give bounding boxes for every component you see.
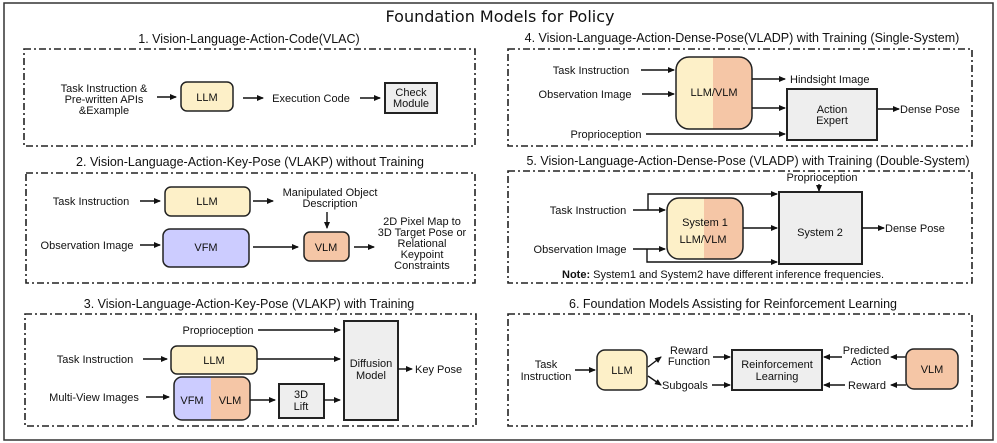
llm-box: [170, 345, 258, 375]
diffusion-label: Diffusion: [350, 358, 393, 370]
task-label: Task Instruction: [57, 354, 133, 366]
description-label: Description: [302, 198, 357, 210]
observation-label: Observation Image: [534, 244, 627, 256]
output-label: Constraints: [394, 260, 450, 272]
panel-border: [25, 172, 476, 284]
task-label: Instruction: [521, 371, 572, 383]
panel-border: [507, 48, 973, 147]
note-text: System1 and System2 have different infer…: [590, 269, 884, 281]
observation-label: Observation Image: [539, 89, 632, 101]
note: Note: System1 and System2 have different…: [562, 269, 884, 281]
task-label: Task: [535, 359, 558, 371]
check-module-label: Check: [395, 87, 427, 99]
panel-border: [24, 313, 477, 427]
action-expert-label: Action: [817, 104, 848, 116]
input-label: Pre-written APIs: [65, 94, 144, 106]
panel-title: 1. Vision-Language-Action-Code(VLAC): [138, 32, 359, 46]
3d-lift-label: 3D: [294, 389, 308, 401]
llm-vlm-label: LLM/VLM: [690, 87, 737, 99]
task-label: Task Instruction: [553, 65, 629, 77]
note-label: Note:: [562, 269, 590, 281]
vfm-label: VFM: [180, 395, 203, 407]
execution-code-label: Execution Code: [272, 93, 350, 105]
output-label: Relational: [398, 238, 447, 250]
panel-border: [23, 48, 476, 147]
3d-lift-label: Lift: [294, 401, 309, 413]
llm-box: [164, 186, 251, 217]
description-label: Manipulated Object: [283, 187, 378, 199]
llm-box: [180, 81, 234, 112]
output-label: Keypoint: [401, 249, 444, 261]
vlm-label: VLM: [921, 364, 944, 376]
panel-title: 4. Vision-Language-Action-Dense-Pose(VLA…: [525, 31, 960, 45]
vfm-vlm-box: [173, 376, 251, 421]
vlm-label: VLM: [315, 242, 338, 254]
system1-model-label: LLM/VLM: [679, 234, 726, 246]
rl-label: Reinforcement: [741, 359, 813, 371]
reward-function-label: Function: [668, 356, 710, 368]
observation-label: Observation Image: [41, 240, 134, 252]
panel-border: [507, 170, 973, 284]
panel-rl: 6. Foundation Models Assisting for Reinf…: [507, 297, 973, 427]
llm-label: LLM: [203, 355, 224, 367]
llm-vlm-box: [675, 56, 753, 130]
subgoals-label: Subgoals: [662, 380, 708, 392]
arrow: [646, 249, 778, 265]
vfm-label: VFM: [194, 242, 217, 254]
check-module-box: [384, 82, 438, 114]
llm-label: LLM: [196, 92, 217, 104]
system2-box: [778, 191, 863, 265]
output-label: 3D Target Pose or: [378, 227, 467, 239]
multi-view-label: Multi-View Images: [49, 392, 139, 404]
dense-pose-label: Dense Pose: [885, 223, 945, 235]
predicted-action-label: Action: [851, 356, 882, 368]
panel-title: 2. Vision-Language-Action-Key-Pose (VLAK…: [76, 155, 424, 169]
vlm-box: [905, 348, 959, 390]
panel-title: 5. Vision-Language-Action-Dense-Pose (VL…: [526, 154, 969, 168]
input-label: Task Instruction &: [61, 83, 148, 95]
arrow: [647, 191, 778, 210]
action-expert-box: [786, 88, 878, 141]
3d-lift-box: [278, 383, 325, 419]
check-module-label: Module: [393, 98, 429, 110]
hindsight-label: Hindsight Image: [790, 74, 870, 86]
key-pose-label: Key Pose: [415, 364, 462, 376]
panel-border: [507, 313, 973, 427]
llm-box: [596, 349, 648, 391]
vlm-box: [303, 231, 350, 262]
llm-label: LLM: [196, 196, 217, 208]
reward-label: Reward: [848, 380, 886, 392]
action-expert-label: Expert: [816, 115, 848, 127]
diffusion-model-box: [343, 320, 399, 421]
panel-vlakp-training: 3. Vision-Language-Action-Key-Pose (VLAK…: [24, 297, 477, 427]
dense-pose-label: Dense Pose: [900, 104, 960, 116]
system2-label: System 2: [797, 227, 843, 239]
rl-label: Learning: [756, 371, 799, 383]
task-label: Task Instruction: [53, 196, 129, 208]
diagram-title: Foundation Models for Policy: [386, 7, 615, 26]
panel-vladp-double: 5. Vision-Language-Action-Dense-Pose (VL…: [507, 154, 973, 284]
system1-label: System 1: [682, 217, 728, 229]
proprioception-label: Proprioception: [183, 325, 254, 337]
vfm-box: [162, 228, 250, 268]
panel-vlakp-no-training: 2. Vision-Language-Action-Key-Pose (VLAK…: [25, 155, 476, 284]
input-label: &Example: [79, 105, 129, 117]
panel-vladp-single: 4. Vision-Language-Action-Dense-Pose(VLA…: [507, 31, 973, 147]
proprioception-label: Proprioception: [787, 172, 858, 184]
vlm-label: VLM: [219, 395, 242, 407]
diffusion-label: Model: [356, 370, 386, 382]
panel-vlac: 1. Vision-Language-Action-Code(VLAC) Tas…: [23, 32, 476, 147]
reward-function-label: Reward: [670, 345, 708, 357]
proprioception-label: Proprioception: [571, 129, 642, 141]
panel-title: 3. Vision-Language-Action-Key-Pose (VLAK…: [84, 297, 415, 311]
task-label: Task Instruction: [550, 205, 626, 217]
arrow: [647, 375, 662, 386]
predicted-action-label: Predicted: [843, 345, 889, 357]
arrow: [647, 356, 662, 368]
panel-title: 6. Foundation Models Assisting for Reinf…: [569, 297, 897, 311]
rl-box: [731, 349, 823, 391]
llm-label: LLM: [611, 365, 632, 377]
output-label: 2D Pixel Map to: [383, 216, 461, 228]
